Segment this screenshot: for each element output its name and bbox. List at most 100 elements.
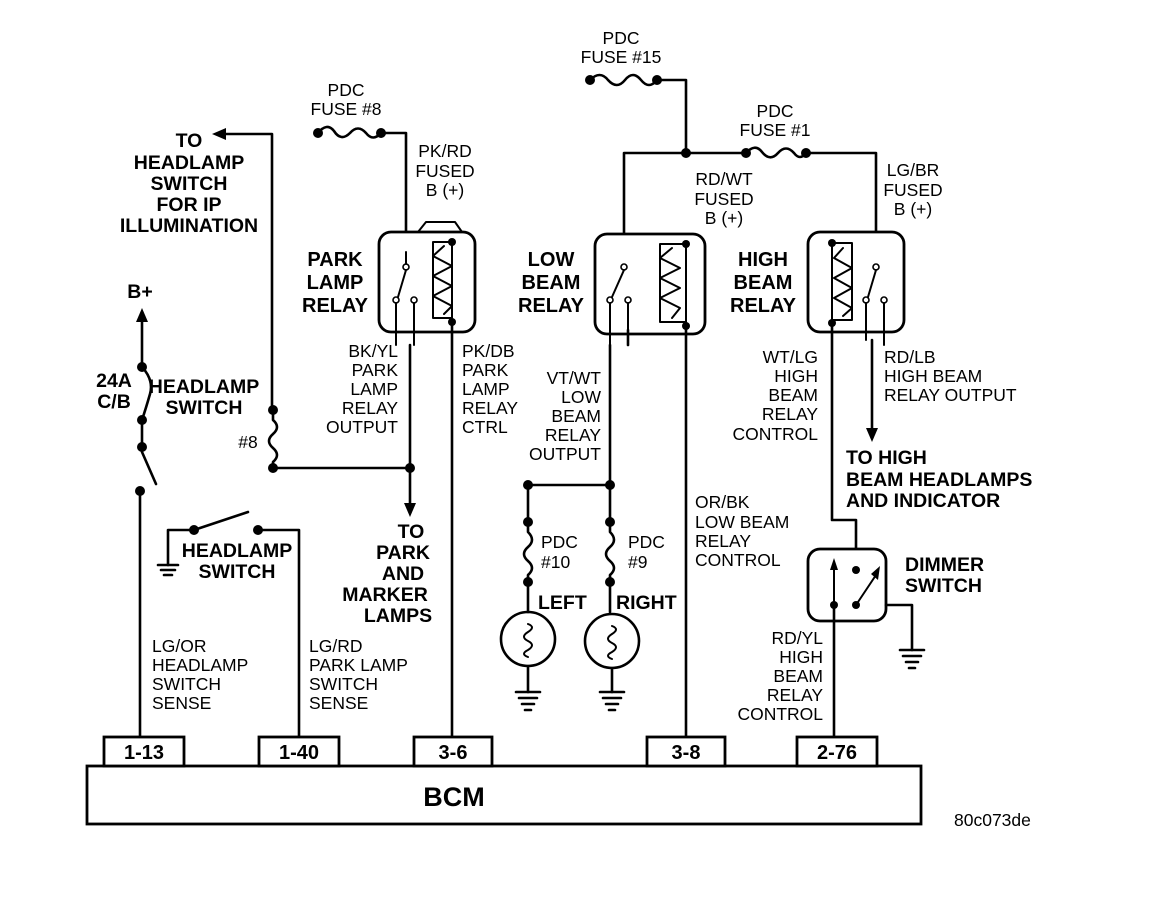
- lg-br-fused-label: LG/BR FUSED B (+): [883, 160, 942, 219]
- svg-text:PDC: PDC: [757, 101, 794, 121]
- pk-db-label: PK/DB PARK LAMP RELAY CTRL: [462, 341, 518, 437]
- lg-rd-label: LG/RD PARK LAMP SWITCH SENSE: [309, 636, 408, 713]
- svg-text:PARK: PARK: [376, 542, 430, 564]
- svg-text:HIGH BEAM: HIGH BEAM: [884, 366, 982, 386]
- svg-text:FUSE #15: FUSE #15: [581, 47, 662, 67]
- svg-text:LOW: LOW: [528, 249, 575, 271]
- svg-text:SWITCH: SWITCH: [905, 575, 982, 597]
- svg-text:2-76: 2-76: [817, 742, 857, 764]
- svg-text:SENSE: SENSE: [152, 693, 211, 713]
- pdc-fuse-15: PDC FUSE #15: [581, 28, 688, 155]
- svg-text:TO HIGH: TO HIGH: [846, 447, 927, 469]
- svg-text:OUTPUT: OUTPUT: [529, 444, 601, 464]
- pdc-fuse-10: PDC #10: [522, 517, 578, 587]
- svg-text:CONTROL: CONTROL: [737, 704, 823, 724]
- svg-text:HEADLAMP: HEADLAMP: [182, 540, 293, 562]
- svg-text:RELAY: RELAY: [462, 398, 518, 418]
- svg-text:OR/BK: OR/BK: [695, 492, 750, 512]
- pin-3-6: 3-6: [412, 735, 494, 768]
- svg-text:C/B: C/B: [97, 391, 131, 413]
- svg-text:PARK: PARK: [352, 360, 399, 380]
- svg-text:MARKER: MARKER: [342, 584, 428, 606]
- headlamp-switch-upper: HEADLAMP SWITCH: [135, 376, 259, 496]
- svg-text:LOW BEAM: LOW BEAM: [695, 512, 789, 532]
- svg-text:FUSE #8: FUSE #8: [311, 99, 382, 119]
- to-high-beam-label: TO HIGH BEAM HEADLAMPS AND INDICATOR: [846, 447, 1032, 512]
- to-park-lamps-label: TO PARK AND MARKER LAMPS: [342, 521, 432, 627]
- svg-text:1-13: 1-13: [124, 742, 164, 764]
- svg-text:CONTROL: CONTROL: [732, 424, 818, 444]
- to-headlamp-switch-label: TO HEADLAMP SWITCH FOR IP ILLUMINATION: [120, 130, 258, 237]
- svg-text:CONTROL: CONTROL: [695, 550, 781, 570]
- svg-text:LAMPS: LAMPS: [364, 605, 432, 627]
- svg-text:PK/DB: PK/DB: [462, 341, 515, 361]
- svg-text:SWITCH: SWITCH: [166, 397, 243, 419]
- svg-text:LAMP: LAMP: [307, 272, 364, 294]
- pin-2-76: 2-76: [795, 735, 879, 768]
- svg-text:RELAY: RELAY: [762, 404, 818, 424]
- svg-text:PDC: PDC: [628, 532, 665, 552]
- svg-text:HIGH: HIGH: [738, 249, 788, 271]
- svg-text:TO: TO: [398, 521, 425, 543]
- svg-text:RELAY OUTPUT: RELAY OUTPUT: [884, 385, 1017, 405]
- svg-text:RELAY: RELAY: [545, 425, 601, 445]
- svg-text:FUSED: FUSED: [694, 189, 753, 209]
- svg-text:PARK: PARK: [462, 360, 509, 380]
- svg-text:BEAM HEADLAMPS: BEAM HEADLAMPS: [846, 469, 1032, 491]
- svg-text:FUSED: FUSED: [415, 161, 474, 181]
- svg-text:LAMP: LAMP: [350, 379, 398, 399]
- svg-text:PARK: PARK: [307, 249, 363, 271]
- svg-text:FUSE #1: FUSE #1: [740, 120, 811, 140]
- svg-text:SENSE: SENSE: [309, 693, 368, 713]
- pdc-fuse-1: PDC FUSE #1: [684, 101, 878, 264]
- svg-text:SWITCH: SWITCH: [152, 674, 221, 694]
- svg-text:PDC: PDC: [603, 28, 640, 48]
- svg-text:SWITCH: SWITCH: [199, 561, 276, 583]
- svg-text:LG/OR: LG/OR: [152, 636, 206, 656]
- svg-text:HIGH: HIGH: [779, 647, 823, 667]
- lg-or-label: LG/OR HEADLAMP SWITCH SENSE: [152, 636, 248, 713]
- park-lamp-relay: PARK LAMP RELAY: [302, 221, 477, 346]
- rd-yl-label: RD/YL HIGH BEAM RELAY CONTROL: [737, 628, 823, 724]
- svg-text:#9: #9: [628, 552, 647, 572]
- svg-text:PARK LAMP: PARK LAMP: [309, 655, 408, 675]
- svg-text:RELAY: RELAY: [730, 295, 797, 317]
- pdc-fuse-8: PDC FUSE #8: [311, 80, 408, 254]
- svg-text:RELAY: RELAY: [518, 295, 585, 317]
- pin-3-8: 3-8: [645, 735, 727, 768]
- rd-lb-label: RD/LB HIGH BEAM RELAY OUTPUT: [884, 347, 1017, 405]
- svg-text:AND INDICATOR: AND INDICATOR: [846, 490, 1000, 512]
- svg-text:OUTPUT: OUTPUT: [326, 417, 398, 437]
- splice-8-label: #8: [238, 432, 257, 452]
- svg-text:AND: AND: [382, 563, 424, 585]
- vt-wt-label: VT/WT LOW BEAM RELAY OUTPUT: [529, 368, 601, 464]
- svg-text:LEFT: LEFT: [538, 592, 587, 614]
- svg-text:BEAM: BEAM: [522, 272, 581, 294]
- svg-text:WT/LG: WT/LG: [763, 347, 818, 367]
- high-beam-relay: HIGH BEAM RELAY: [730, 230, 906, 346]
- svg-text:HEADLAMP: HEADLAMP: [134, 152, 245, 174]
- svg-text:CTRL: CTRL: [462, 417, 508, 437]
- bcm-module: BCM: [85, 764, 923, 826]
- svg-text:LAMP: LAMP: [462, 379, 510, 399]
- svg-text:SWITCH: SWITCH: [151, 173, 228, 195]
- svg-text:RELAY: RELAY: [767, 685, 823, 705]
- svg-text:3-6: 3-6: [439, 742, 468, 764]
- svg-text:1-40: 1-40: [279, 742, 319, 764]
- svg-text:HEADLAMP: HEADLAMP: [149, 376, 260, 398]
- svg-text:B+: B+: [127, 281, 152, 303]
- pdc-fuse-9: PDC #9: [604, 517, 665, 587]
- svg-text:#10: #10: [541, 552, 570, 572]
- svg-text:RELAY: RELAY: [302, 295, 369, 317]
- svg-text:B (+): B (+): [426, 180, 464, 200]
- svg-text:HEADLAMP: HEADLAMP: [152, 655, 248, 675]
- pk-rd-fused-label: PK/RD FUSED B (+): [415, 141, 474, 200]
- rd-wt-fused-label: RD/WT FUSED B (+): [694, 169, 753, 228]
- figure-id: 80c073de: [954, 810, 1031, 830]
- svg-text:TO: TO: [176, 130, 203, 152]
- svg-text:#8: #8: [238, 432, 257, 452]
- svg-text:LG/BR: LG/BR: [887, 160, 940, 180]
- svg-text:PDC: PDC: [328, 80, 365, 100]
- svg-text:BEAM: BEAM: [773, 666, 823, 686]
- bk-yl-label: BK/YL PARK LAMP RELAY OUTPUT: [326, 341, 398, 437]
